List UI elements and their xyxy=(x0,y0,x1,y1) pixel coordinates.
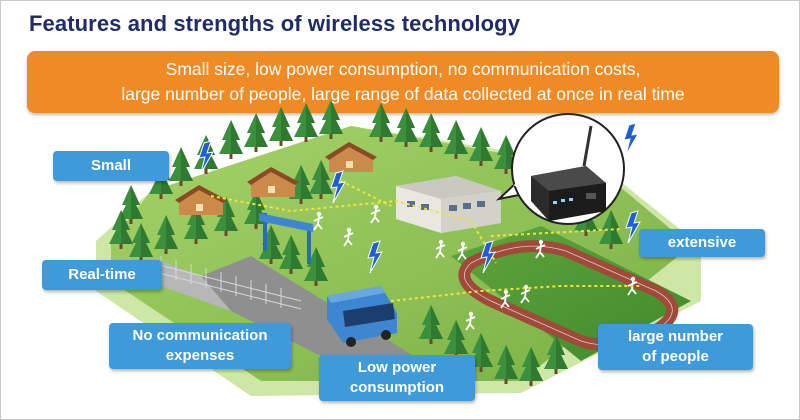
label-extensive: extensive xyxy=(639,229,765,257)
signal-path xyxy=(210,180,641,302)
banner-line-2: large number of people, large range of d… xyxy=(121,84,685,104)
label-low-power-consumption: Low power consumption xyxy=(319,355,475,401)
label-no-communication-expenses: No communication expenses xyxy=(109,323,291,369)
house-icon xyxy=(247,167,299,197)
school-building xyxy=(396,176,501,233)
label-low-power-line-1: Low power xyxy=(357,359,437,376)
label-large-line-2: of people xyxy=(642,348,709,365)
summary-banner: Small size, low power consumption, no co… xyxy=(27,51,779,113)
page-title: Features and strengths of wireless techn… xyxy=(29,11,521,36)
label-large-line-1: large number xyxy=(627,328,724,345)
wireless-device-icon xyxy=(531,125,606,221)
label-small: Small xyxy=(53,151,169,181)
road-edge xyxy=(161,261,231,311)
label-extensive-text: extensive xyxy=(667,234,737,251)
label-low-power-line-2: consumption xyxy=(349,379,445,396)
label-real-time-text: Real-time xyxy=(68,266,136,283)
label-small-text: Small xyxy=(90,157,132,174)
label-no-comm-line-1: No communication xyxy=(132,327,268,344)
bus-icon xyxy=(327,286,397,347)
label-no-comm-line-2: expenses xyxy=(165,347,235,364)
label-real-time: Real-time xyxy=(42,260,162,290)
banner-line-1: Small size, low power consumption, no co… xyxy=(165,59,641,79)
gate xyxy=(259,213,313,264)
label-large-number-of-people: large number of people xyxy=(598,324,753,370)
house-icon xyxy=(325,142,377,172)
